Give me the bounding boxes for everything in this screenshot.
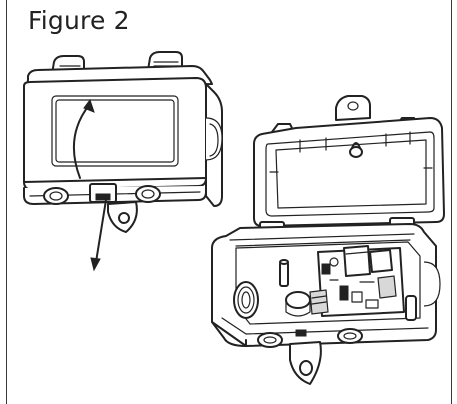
round-component (285, 291, 311, 317)
closed-mounting-ear (107, 201, 138, 233)
open-lid-top-ear (335, 95, 371, 121)
figure-title: Figure 2 (28, 6, 130, 35)
lid-ribs (269, 131, 433, 173)
lid-screw-post (349, 142, 363, 158)
rotate-arrow (72, 103, 91, 179)
latch-slot (295, 329, 307, 337)
closed-boss-right (135, 185, 161, 203)
open-mounting-ear (289, 341, 322, 385)
pull-down-arrow (95, 199, 107, 263)
standoff-post (279, 259, 289, 287)
figure-frame (6, 0, 452, 404)
closed-boss-left (43, 187, 69, 205)
cable-grommet (233, 281, 259, 319)
open-boss-left (257, 332, 283, 348)
closed-enclosure-illustration (23, 51, 223, 272)
right-post (405, 295, 417, 321)
circuit-board (309, 245, 405, 317)
open-boss-right (337, 328, 363, 344)
open-enclosure-illustration (211, 95, 445, 385)
lid-window (51, 95, 179, 167)
latch-tab (89, 183, 117, 203)
